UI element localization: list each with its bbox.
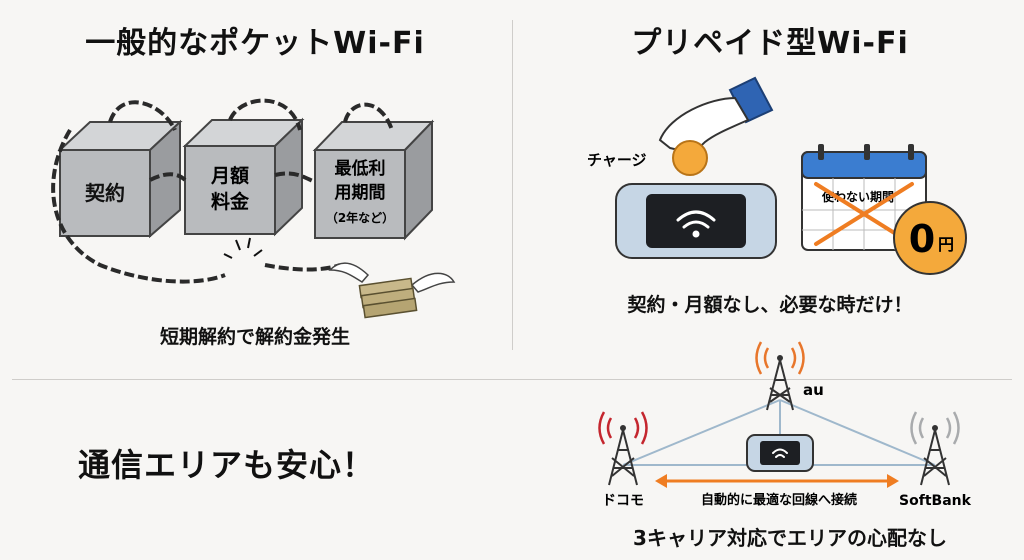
- bottom-panel-title: 通信エリアも安心！: [78, 446, 376, 484]
- minimum-period-label-2: 用期間: [335, 183, 386, 203]
- monthly-fee-label-2: 料金: [211, 190, 250, 213]
- au-tower-icon: [755, 341, 805, 411]
- coin-amount: 0: [909, 217, 935, 261]
- center-router-icon: [746, 434, 814, 472]
- contract-box: 契約: [57, 119, 183, 239]
- docomo-tower-icon: [598, 411, 648, 486]
- small-wifi-icon: [772, 448, 788, 458]
- right-illustration: チャージ 使わない期間 0 円: [587, 76, 967, 275]
- pocket-wifi-router: [615, 183, 777, 259]
- right-panel-title: プリペイド型Wi-Fi: [631, 26, 909, 61]
- carrier-au-label: au: [803, 381, 824, 399]
- bottom-panel-caption: 3キャリア対応でエリアの心配なし: [633, 526, 947, 550]
- charge-label: チャージ: [587, 151, 647, 169]
- left-panel-title: 一般的なポケットWi-Fi: [85, 26, 425, 61]
- zero-yen-coin: 0 円: [893, 201, 967, 275]
- monthly-fee-box: 月額 料金: [182, 117, 305, 237]
- left-panel-caption: 短期解約で解約金発生: [159, 326, 350, 348]
- minimum-period-label-3: （2年など）: [326, 210, 394, 225]
- carrier-softbank-label: SoftBank: [899, 493, 972, 509]
- left-illustration: 契約 月額 料金 最低利 用期間 （2年など）: [51, 98, 456, 319]
- minimum-period-box: 最低利 用期間 （2年など）: [312, 119, 435, 241]
- carrier-network-diagram: au ドコモ SoftBank 自動的に最適な回線へ接続: [598, 341, 972, 509]
- wifi-icon: [676, 210, 716, 238]
- hand-icon: [658, 76, 774, 151]
- coin-icon: [672, 140, 708, 176]
- flying-money-icon: [328, 262, 456, 319]
- chain-break-icon: [223, 237, 263, 259]
- calendar-icon: 使わない期間: [801, 144, 927, 251]
- chain-icon: [51, 98, 394, 284]
- minimum-period-label-1: 最低利: [335, 158, 386, 179]
- double-arrow-icon: [655, 474, 899, 488]
- vertical-divider: [512, 20, 513, 350]
- contract-box-label: 契約: [84, 181, 125, 205]
- monthly-fee-label-1: 月額: [210, 164, 249, 187]
- auto-connect-label: 自動的に最適な回線へ接続: [701, 492, 857, 508]
- horizontal-divider: [12, 379, 1012, 380]
- carrier-docomo-label: ドコモ: [602, 493, 644, 509]
- coin-unit: 円: [938, 235, 954, 254]
- softbank-tower-icon: [910, 411, 960, 486]
- right-panel-caption: 契約・月額なし、必要な時だけ！: [627, 294, 913, 316]
